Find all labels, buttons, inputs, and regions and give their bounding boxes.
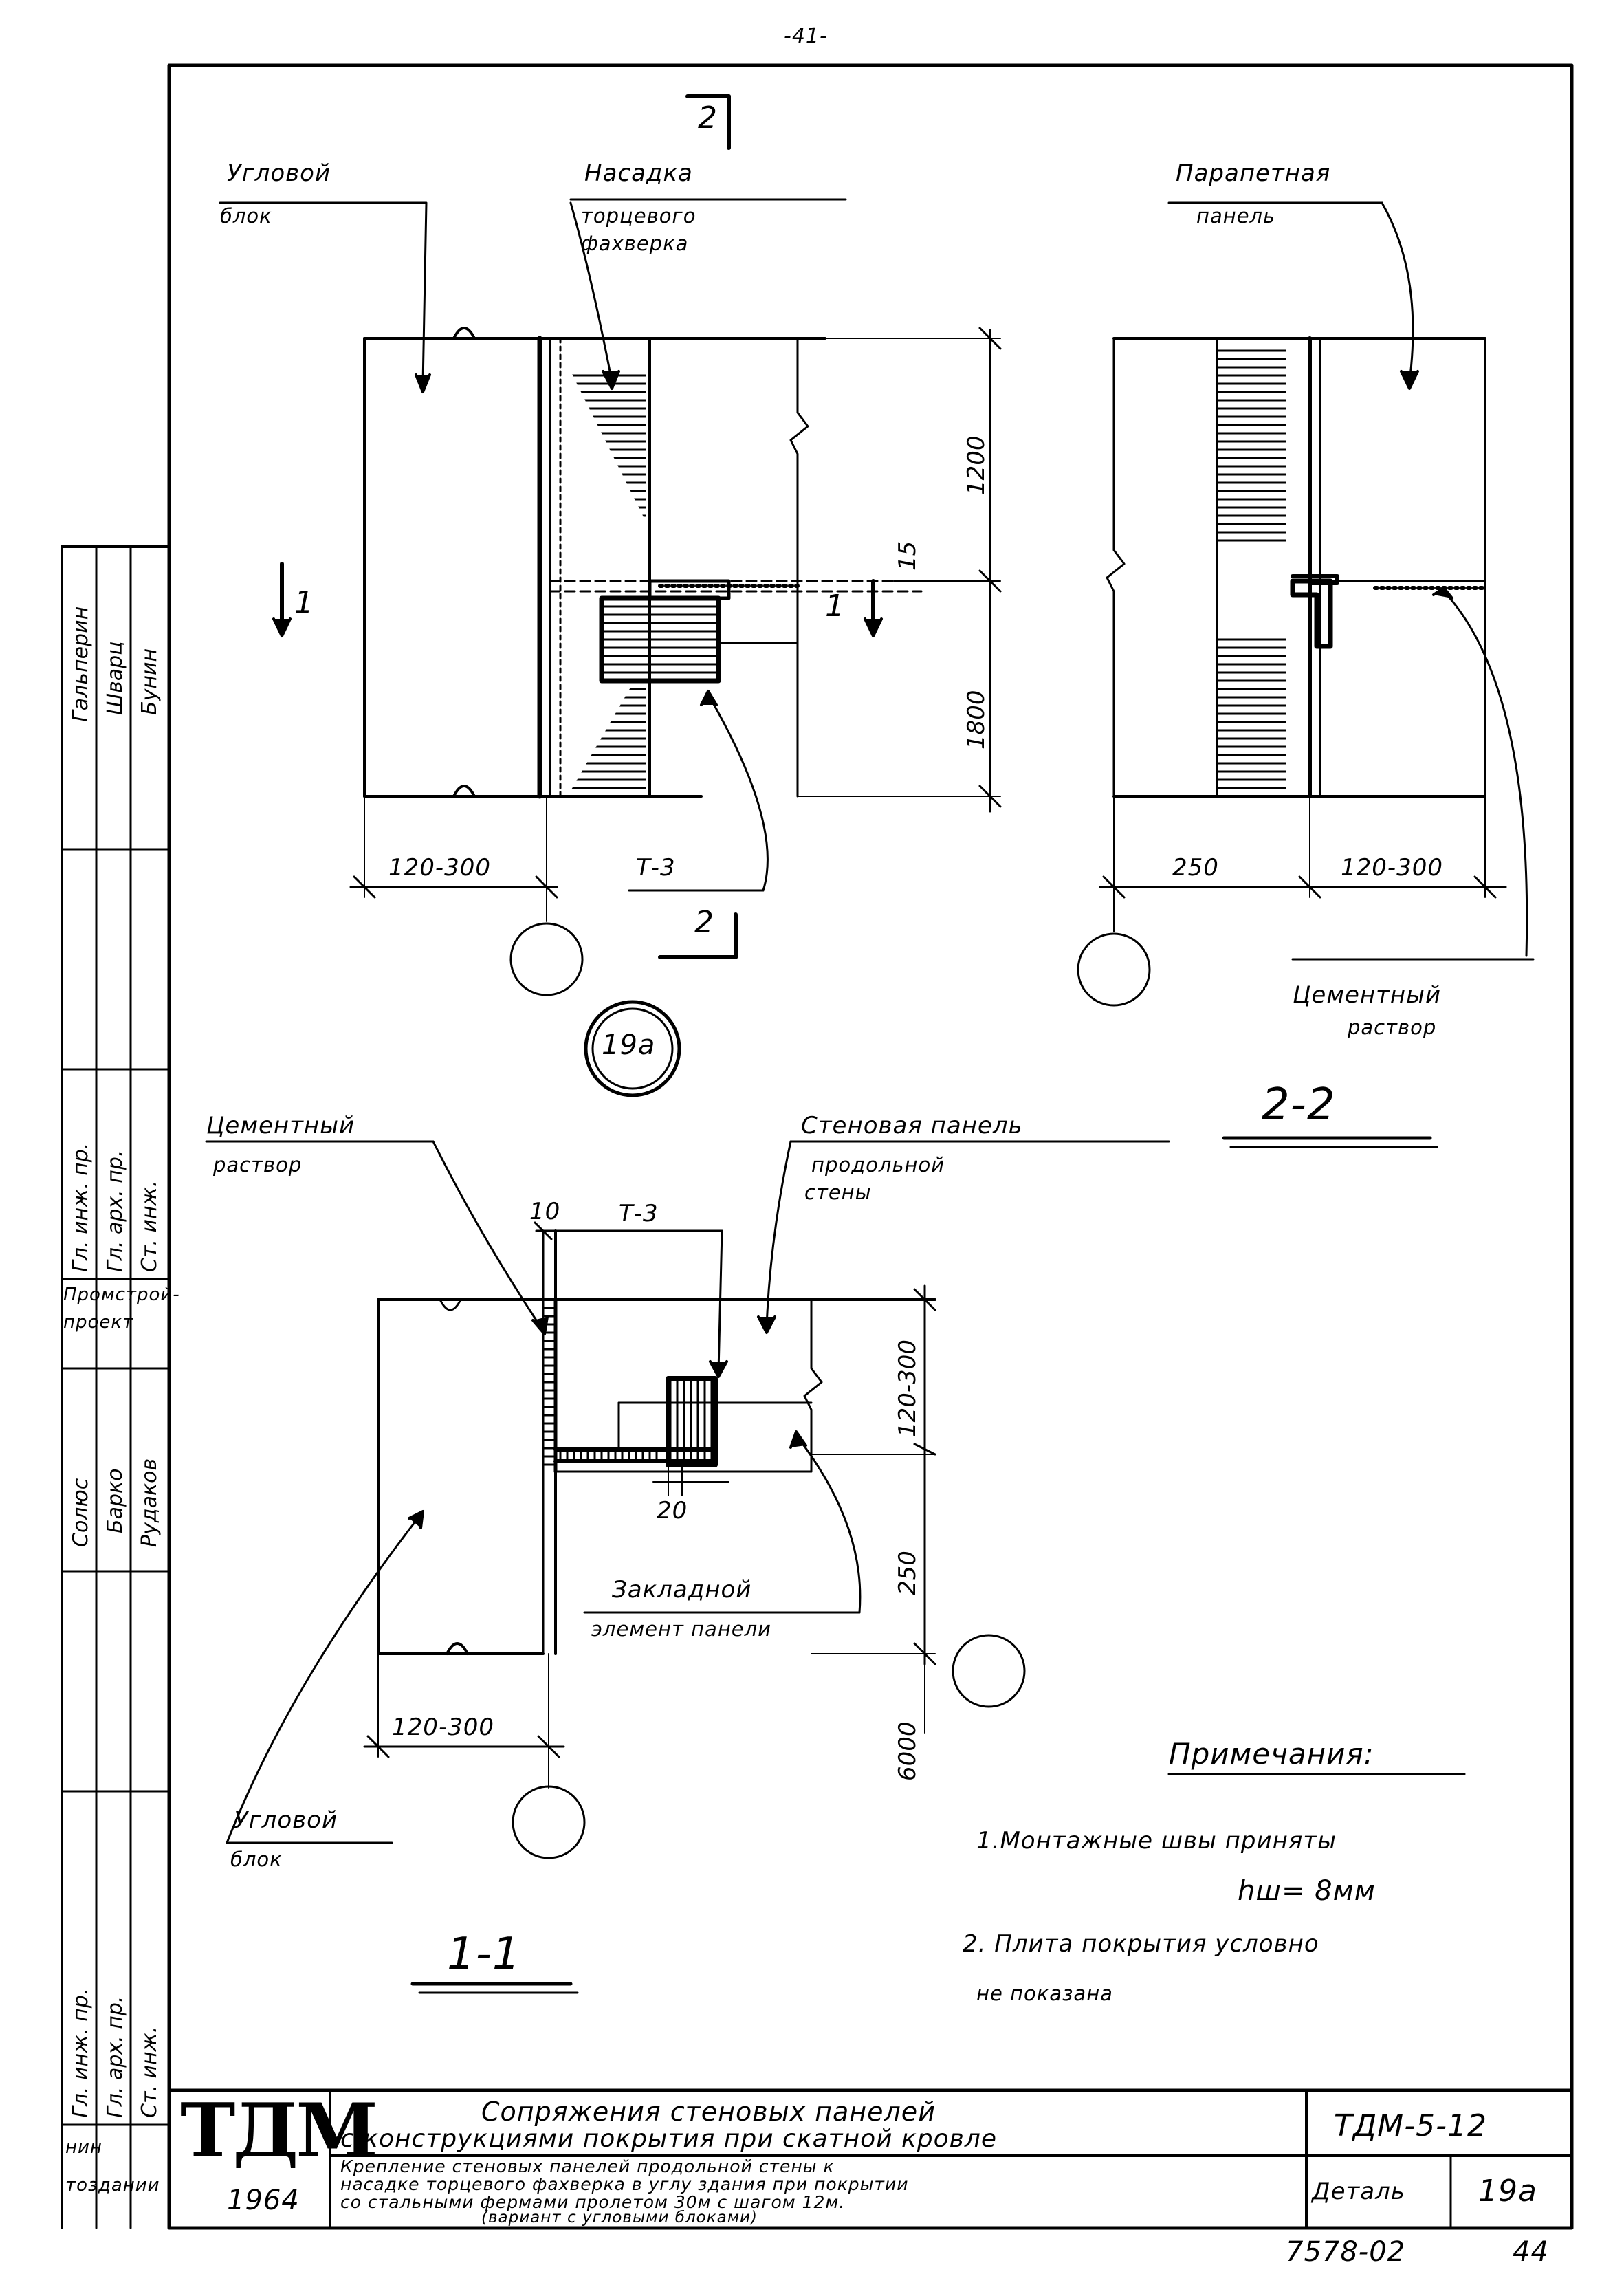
dim-20: 20	[657, 1497, 688, 1524]
stamp-role-b2: Гл. арх. пр.	[103, 1996, 127, 2118]
page-number: -41-	[784, 24, 828, 48]
corner-block-label-b1: Угловой	[234, 1806, 338, 1834]
title-code: ТДМ-5-12	[1334, 2108, 1487, 2143]
view-1-elevation	[219, 94, 1002, 1097]
dim-1800: 1800	[963, 690, 990, 750]
mortar-label-v2-2: раствор	[1348, 1016, 1437, 1039]
stamp-role-3: Ст. инж.	[138, 1180, 162, 1272]
wall-panel-label-1: Стеновая панель	[801, 1112, 1023, 1139]
section-mark-1-right: 1	[825, 589, 845, 624]
view-2-section	[1077, 201, 1535, 1148]
corner-block-label-1: Угловой	[227, 160, 331, 187]
dim-10: 10	[529, 1198, 561, 1225]
title-desc-4: (вариант с угловыми блоками)	[481, 2209, 758, 2227]
title-detail-value: 19а	[1478, 2174, 1537, 2209]
dim-v-6000: 6000	[894, 1721, 921, 1781]
anchor-label-t3-b: Т-3	[619, 1200, 659, 1227]
notes-line-1: 1.Монтажные швы приняты	[976, 1827, 1337, 1855]
footer-page: 44	[1513, 2236, 1549, 2268]
sheet-frame	[167, 63, 1574, 2230]
mortar-label-v2-1: Цементный	[1293, 981, 1442, 1009]
notes-line-2b: не показана	[976, 1982, 1113, 2005]
insert-label-3: фахверка	[581, 232, 689, 255]
insert-label-1: Насадка	[584, 160, 693, 187]
stamp-name-shvarts: Шварц	[103, 641, 127, 715]
mortar-label-v3-1: Цементный	[206, 1112, 355, 1139]
title-desc-1: Крепление стеновых панелей продольной ст…	[340, 2156, 835, 2176]
wall-panel-label-3: стены	[804, 1181, 872, 1204]
dim-v-120-300: 120-300	[894, 1339, 921, 1437]
dim-width-2: 120-300	[1341, 854, 1444, 882]
dim-1200: 1200	[963, 435, 990, 495]
section-mark-2-top: 2	[698, 100, 718, 135]
stamp-bottom-1: нин	[65, 2137, 102, 2158]
stamp-role-1: Гл. инж. пр.	[69, 1142, 93, 1272]
stamp-role-b1: Гл. инж. пр.	[69, 1988, 93, 2118]
corner-block-label-2: блок	[220, 204, 272, 228]
title-line-1: Сопряжения стеновых панелей	[481, 2097, 936, 2127]
footer-doc-number: 7578-02	[1286, 2236, 1406, 2268]
stamp-name-solyus: Солюс	[69, 1478, 93, 1547]
section-mark-2-bottom: 2	[694, 905, 714, 940]
stamp-name-barko: Барко	[103, 1468, 127, 1533]
title-year: 1964	[227, 2185, 300, 2216]
title-block-lines	[167, 2088, 1574, 2229]
stamp-org-2: проект	[63, 1312, 134, 1333]
stamp-role-2: Гл. арх. пр.	[103, 1150, 127, 1272]
parapet-label-2: панель	[1196, 204, 1276, 228]
mortar-label-v3-2: раствор	[213, 1153, 303, 1177]
stamp-org-1: Промстрой-	[63, 1284, 180, 1305]
parapet-label-1: Парапетная	[1176, 160, 1331, 187]
notes-line-2: 2. Плита покрытия условно	[963, 1930, 1319, 1958]
stamp-name-bunin: Бунин	[138, 648, 162, 715]
title-logo: ТДМ	[180, 2088, 378, 2174]
title-desc-2: насадке торцевого фахверка в углу здания…	[340, 2174, 909, 2194]
view-2-title: 2-2	[1262, 1080, 1336, 1130]
embedded-label-1: Закладной	[612, 1576, 752, 1604]
embedded-label-2: элемент панели	[591, 1617, 772, 1641]
dim-250-top: 250	[1172, 854, 1219, 882]
notes-heading: Примечания:	[1169, 1737, 1374, 1771]
insert-label-2: торцевого	[581, 204, 696, 228]
detail-circle-label: 19а	[602, 1029, 656, 1061]
stamp-name-galperin: Гальперин	[69, 606, 93, 722]
corner-block-label-b2: блок	[230, 1848, 283, 1871]
stamp-bottom-2: тоздании	[65, 2175, 160, 2196]
dim-width-1: 120-300	[388, 854, 492, 882]
title-detail-label: Деталь	[1312, 2178, 1405, 2205]
anchor-label-t3: Т-3	[636, 854, 676, 882]
dim-v-250: 250	[894, 1551, 921, 1595]
section-mark-1-left: 1	[294, 585, 314, 620]
wall-panel-label-2: продольной	[811, 1153, 945, 1177]
notes-line-1b: hш= 8мм	[1238, 1875, 1376, 1907]
stamp-name-rudakov: Рудаков	[138, 1458, 162, 1547]
dim-width-3: 120-300	[392, 1714, 495, 1741]
view-1-title: 1-1	[447, 1929, 521, 1980]
view-3-section	[205, 1140, 1466, 1994]
stamp-role-b3: Ст. инж.	[138, 2026, 162, 2118]
dim-15: 15	[894, 540, 921, 571]
title-desc-3: со стальными фермами пролетом 30м с шаго…	[340, 2192, 846, 2212]
title-line-2: с конструкциями покрытия при скатной кро…	[340, 2125, 998, 2153]
